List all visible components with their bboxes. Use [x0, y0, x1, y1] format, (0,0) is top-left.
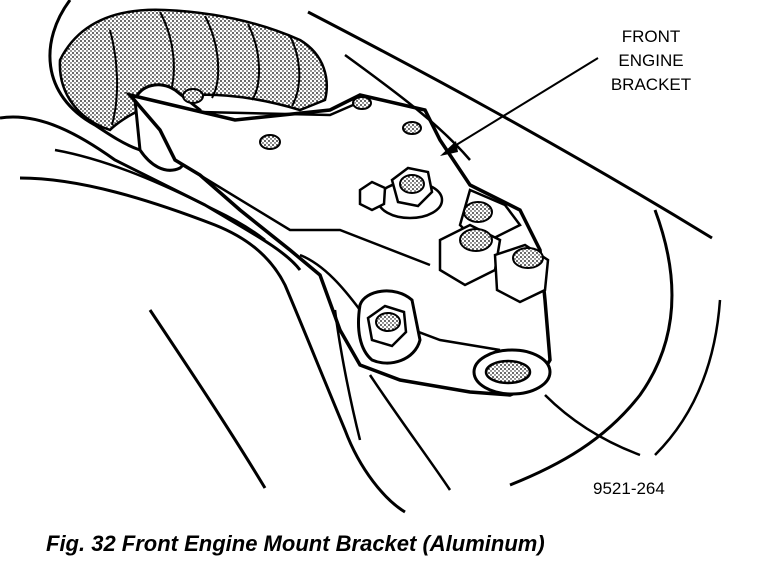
body-panel-curve-2	[654, 299, 722, 456]
body-panel-line-2	[344, 53, 471, 161]
callout-leader-line	[447, 57, 599, 151]
body-panel-curve	[509, 209, 674, 487]
callout-line-1: FRONT	[622, 27, 681, 46]
engine-bracket-illustration: FRONT ENGINE BRACKET 9521-264	[0, 0, 722, 514]
engine-housing-outline	[48, 0, 141, 152]
small-side-bolt	[358, 180, 387, 212]
engine-housing-inner-curve	[0, 115, 302, 271]
callout-arrowhead	[440, 141, 458, 156]
bracket-web-edge	[174, 158, 431, 267]
figure-caption: Fig. 32 Front Engine Mount Bracket (Alum…	[46, 531, 545, 556]
callout-front-engine-bracket: FRONT ENGINE BRACKET	[440, 27, 691, 156]
lower-left-frame-line	[148, 309, 267, 489]
callout-line-3: BRACKET	[611, 75, 691, 94]
center-hex-bolt	[376, 166, 444, 220]
lower-hex-bolt	[357, 289, 422, 365]
bracket-top-face-edge	[199, 100, 361, 117]
boss-middle	[438, 223, 502, 287]
bolt-hole-top-2	[259, 134, 281, 150]
bracket-leg	[333, 309, 362, 441]
body-panel-line-1	[307, 10, 713, 240]
callout-line-2: ENGINE	[618, 51, 683, 70]
bolt-hole-top-3	[352, 96, 372, 110]
mount-bore	[472, 348, 552, 396]
body-panel-line-3	[544, 394, 641, 457]
figure-number: 9521-264	[593, 479, 665, 498]
bracket-leg-inner	[368, 374, 452, 491]
bolt-hole-top-4	[402, 121, 422, 135]
boss-lower-right	[493, 243, 550, 304]
bellows-hose	[58, 8, 328, 132]
engine-lower-edge	[19, 176, 406, 514]
bolt-hole-top-1	[182, 88, 204, 104]
engine-rib	[54, 148, 266, 241]
